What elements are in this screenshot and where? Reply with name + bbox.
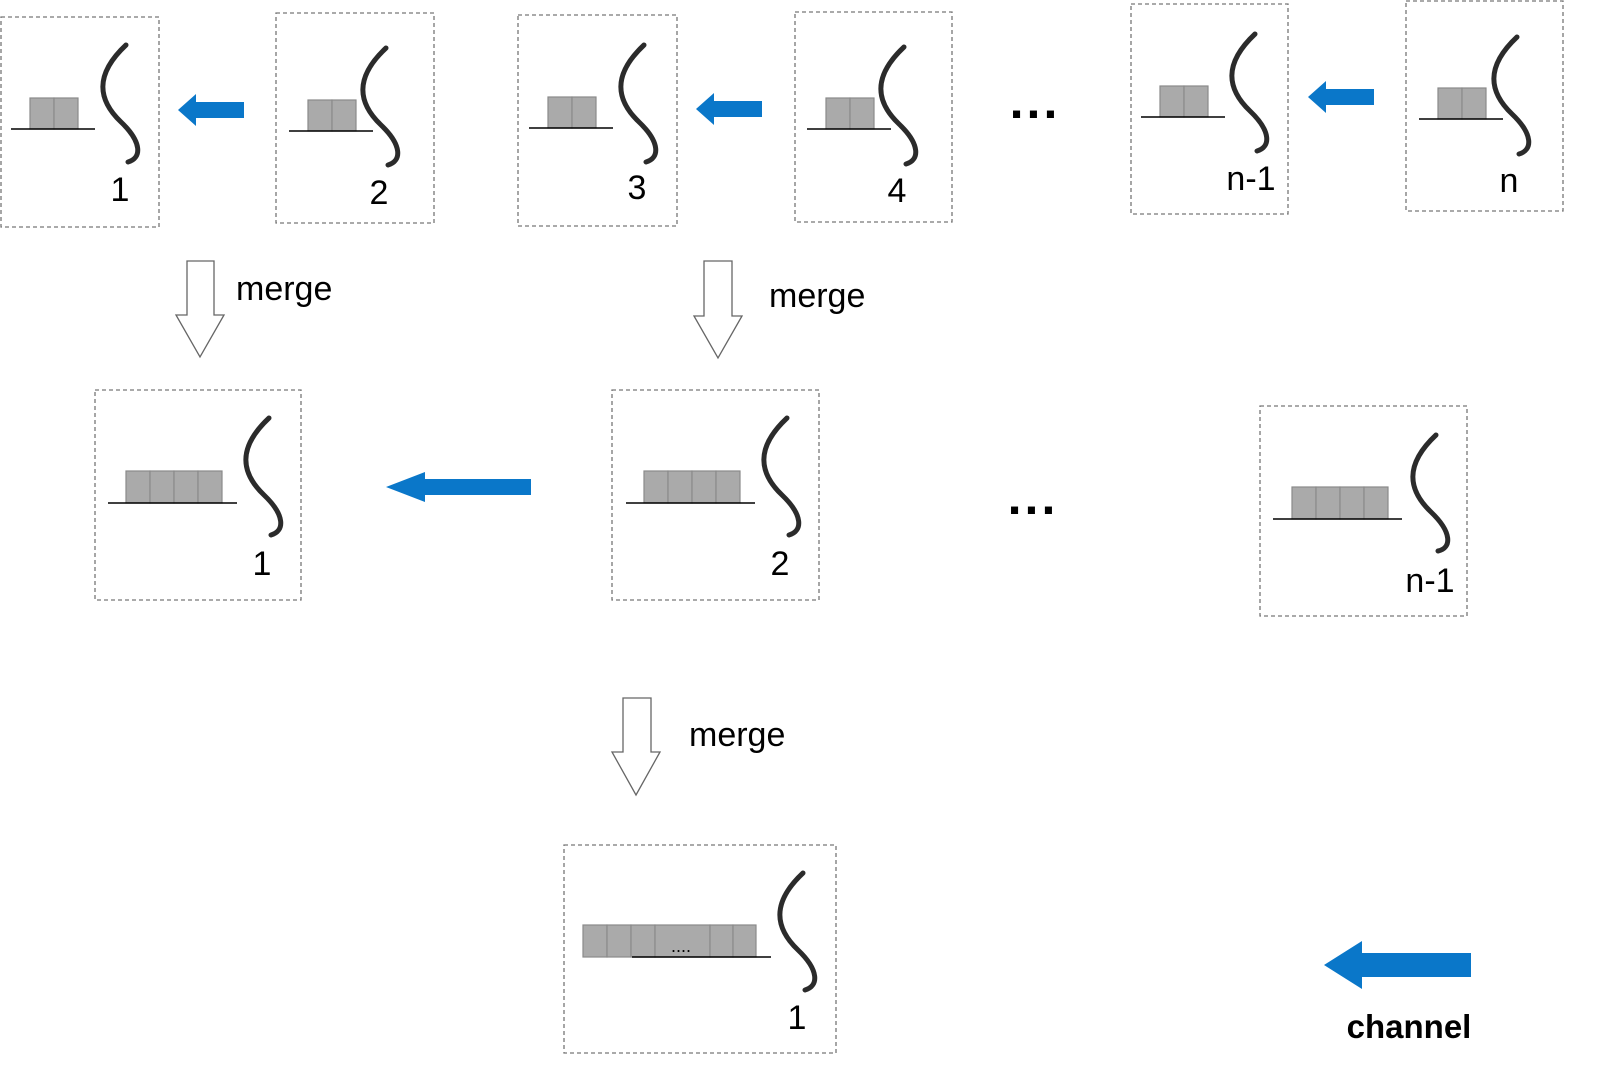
queue-cell [732,924,757,958]
queue-cell [1291,486,1317,520]
channel-number: 4 [888,172,907,210]
queue-cell [691,470,717,504]
channel-number: 3 [628,169,647,207]
channel-number: n-1 [1226,160,1275,198]
merge-arrow [610,697,662,797]
queue-cell [709,924,734,958]
channel-number: n-1 [1405,562,1454,600]
channel-row1-1: 1 [0,16,160,228]
queue-cell [582,924,608,958]
queue-cell [849,97,875,130]
dashed-box [1259,405,1468,617]
channel-row2-2: 2 [611,389,820,601]
dashed-box [517,14,678,227]
queue-cell [125,470,151,504]
channel-row1-4: 4 [794,11,953,223]
channel-arrow [696,93,762,125]
channel-arrow [178,94,244,126]
queue-cell [1437,87,1463,120]
queue-ellipsis: .... [671,936,691,956]
channel-end-icon [618,42,659,165]
merge-label: merge [236,270,332,308]
queue-cell [53,97,79,130]
dashed-box [1130,3,1289,215]
dashed-box [275,12,435,224]
legend: channel [1324,941,1471,1045]
queue-cell [1363,486,1389,520]
channel-number: 1 [788,999,807,1037]
channel-end-icon [1491,34,1532,157]
channel-arrow [1308,81,1374,113]
channel-row1-5: n-1 [1130,3,1289,215]
channel-number: 1 [111,171,130,209]
queue-cell [1315,486,1341,520]
channel-number: 1 [253,545,272,583]
dashed-box [1405,0,1564,212]
channel-end-icon [1410,432,1451,554]
dashed-box [794,11,953,223]
channel-end-icon [243,415,284,538]
queue-cell [643,470,669,504]
ellipsis: ... [1010,73,1061,129]
channel-end-icon [1229,31,1270,154]
queue-cell [1183,85,1209,118]
queue-cell [606,924,632,958]
merge-label: merge [689,716,785,754]
channel-arrow [386,472,531,502]
channel-row2-3: n-1 [1259,405,1468,617]
channel-end-icon [360,45,401,168]
queue-cell [307,99,333,132]
channel-row3-1: .... 1 [563,844,837,1054]
dashed-box [611,389,820,601]
channel-number: 2 [370,174,389,212]
dashed-box [563,844,837,1054]
channel-number: n [1500,162,1519,200]
queue-cell [1159,85,1185,118]
queue-cell [29,97,55,130]
queue-cell [331,99,357,132]
channel-end-icon [761,415,802,538]
channel-row1-3: 3 [517,14,678,227]
queue-cell [173,470,199,504]
channel-number: 2 [771,545,790,583]
channel-end-icon [100,42,141,165]
queue-cell [197,470,223,504]
ellipsis: ... [1008,469,1059,525]
dashed-box [0,16,160,228]
dashed-box [94,389,302,601]
legend-label: channel [1347,1008,1472,1045]
queue-cell [825,97,851,130]
queue-cell [547,96,573,129]
merge-arrow [174,260,226,359]
queue-cell [667,470,693,504]
queue-cell [1461,87,1487,120]
queue-cell [571,96,597,129]
channel-end-icon [777,870,818,993]
queue-cell [715,470,741,504]
channel-row2-1: 1 [94,389,302,601]
queue-cell [630,924,656,958]
queue-cell [654,924,711,958]
merge-arrow [692,260,744,360]
channel-row1-6: n [1405,0,1564,212]
queue-cell [149,470,175,504]
channel-row1-2: 2 [275,12,435,224]
legend-channel-arrow [1324,941,1471,989]
queue-cell [1339,486,1365,520]
channel-end-icon [878,44,919,167]
merge-label: merge [769,277,865,315]
